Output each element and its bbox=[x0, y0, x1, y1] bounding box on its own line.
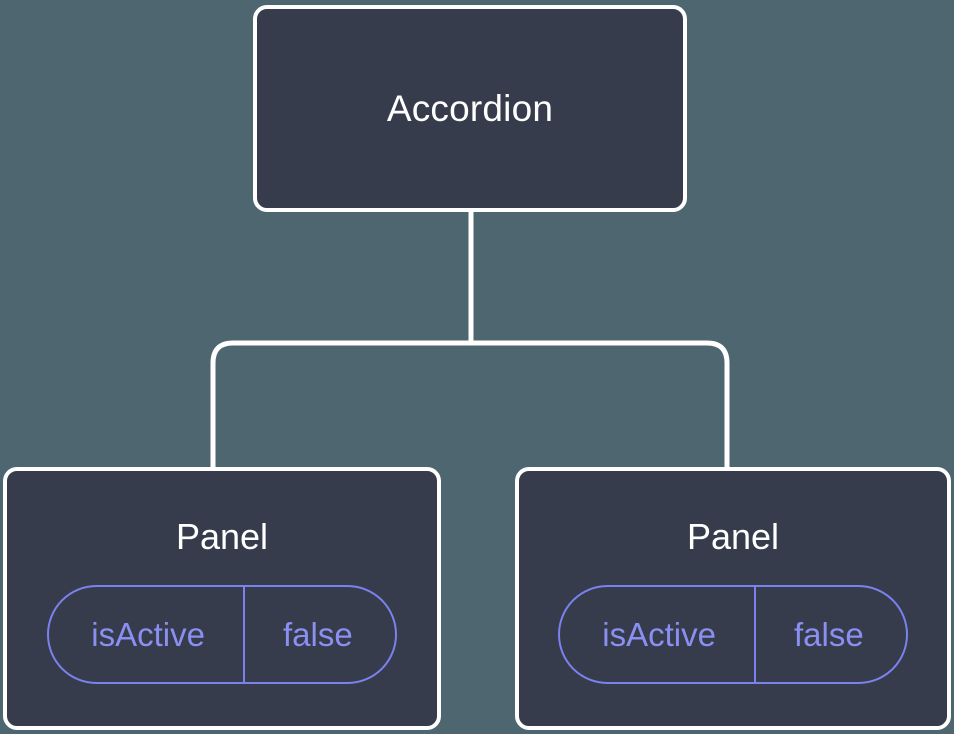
node-accordion[interactable]: Accordion bbox=[253, 5, 687, 212]
node-title: Panel bbox=[686, 516, 780, 557]
node-title: Accordion bbox=[386, 88, 554, 129]
connector-bus-right bbox=[471, 340, 730, 468]
prop-key: isActive bbox=[602, 616, 716, 653]
prop-value: false bbox=[242, 587, 395, 682]
node-title: Panel bbox=[175, 516, 269, 557]
prop-pill[interactable]: isActive false bbox=[47, 585, 397, 684]
node-panel[interactable]: Panel isActive false bbox=[3, 467, 441, 730]
prop-key: isActive bbox=[91, 616, 205, 653]
node-panel[interactable]: Panel isActive false bbox=[515, 467, 951, 730]
connector-bus-left bbox=[210, 340, 471, 468]
prop-pill[interactable]: isActive false bbox=[558, 585, 908, 684]
prop-value: false bbox=[753, 587, 906, 682]
